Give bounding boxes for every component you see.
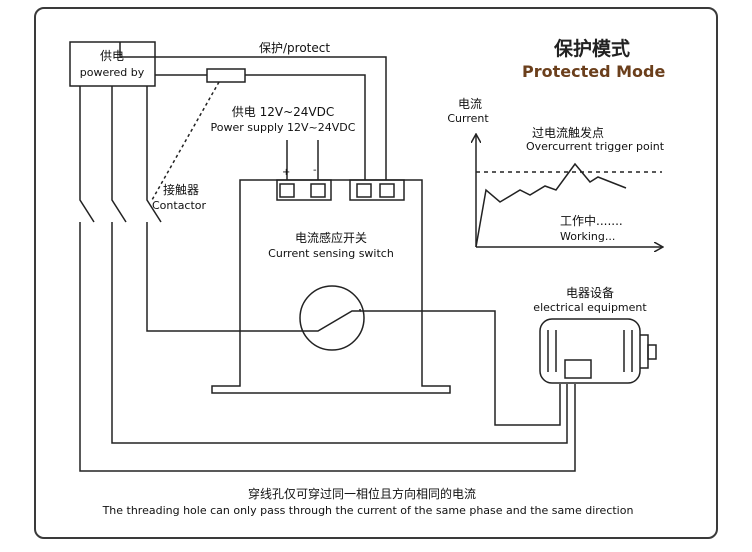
protect-label: 保护/protect <box>259 41 331 55</box>
sensor-body <box>211 179 451 394</box>
footer-note-zh: 穿线孔仅可穿过同一相位且方向相同的电流 <box>247 487 477 501</box>
wire-through-hole <box>298 309 361 332</box>
terminal-out-2 <box>379 183 395 198</box>
contactor-label-en: Contactor <box>152 199 207 212</box>
trigger-label-zh: 过电流触发点 <box>532 126 605 140</box>
working-label-zh: 工作中....... <box>560 214 623 228</box>
terminal-plus <box>279 183 295 198</box>
equipment-label-zh: 电器设备 <box>565 286 615 300</box>
terminal-out-1 <box>356 183 372 198</box>
threading-hole <box>299 285 365 351</box>
motor-fins <box>547 330 633 372</box>
motor-shaft-mount <box>640 334 649 369</box>
fuse-wire-right <box>245 74 366 180</box>
terminal-block-left <box>276 179 332 201</box>
phase-wire-3 <box>146 86 298 332</box>
working-label-en: Working... <box>560 230 616 243</box>
title-chinese: 保护模式 <box>554 38 631 60</box>
graph-y-label-zh: 电流 <box>457 97 483 111</box>
diagram-frame <box>34 7 718 539</box>
polarity-plus: + <box>282 167 291 178</box>
phase-wire-out <box>422 310 561 426</box>
motor-shaft <box>647 344 657 360</box>
power-supply-label-en: Power supply 12V~24VDC <box>210 121 356 134</box>
polarity-minus: - <box>313 165 317 176</box>
power-source-label-en: powered by <box>79 66 145 79</box>
contactor-linkage <box>151 81 220 201</box>
trigger-label-en: Overcurrent trigger point <box>526 140 665 153</box>
current-curve <box>475 162 627 248</box>
terminal-block-right <box>349 179 405 201</box>
motor-terminal-box <box>564 359 592 379</box>
title-english: Protected Mode <box>522 62 666 81</box>
power-supply-label-zh: 供电 12V~24VDC <box>231 105 335 119</box>
fuse-resistor <box>206 68 246 83</box>
equipment-label-en: electrical equipment <box>533 301 647 314</box>
terminal-minus <box>310 183 326 198</box>
footer-note-en: The threading hole can only pass through… <box>102 504 634 517</box>
power-source-label-zh: 供电 <box>99 49 125 63</box>
phase-wire-1 <box>79 86 576 472</box>
contactor-label-zh: 接触器 <box>163 183 200 197</box>
motor-body <box>539 318 641 384</box>
phase-wire-2 <box>111 86 568 444</box>
switch-label-zh: 电流感应开关 <box>294 231 368 245</box>
protect-wire <box>119 42 387 180</box>
switch-label-en: Current sensing switch <box>268 247 394 260</box>
graph-y-label-en: Current <box>447 112 489 125</box>
